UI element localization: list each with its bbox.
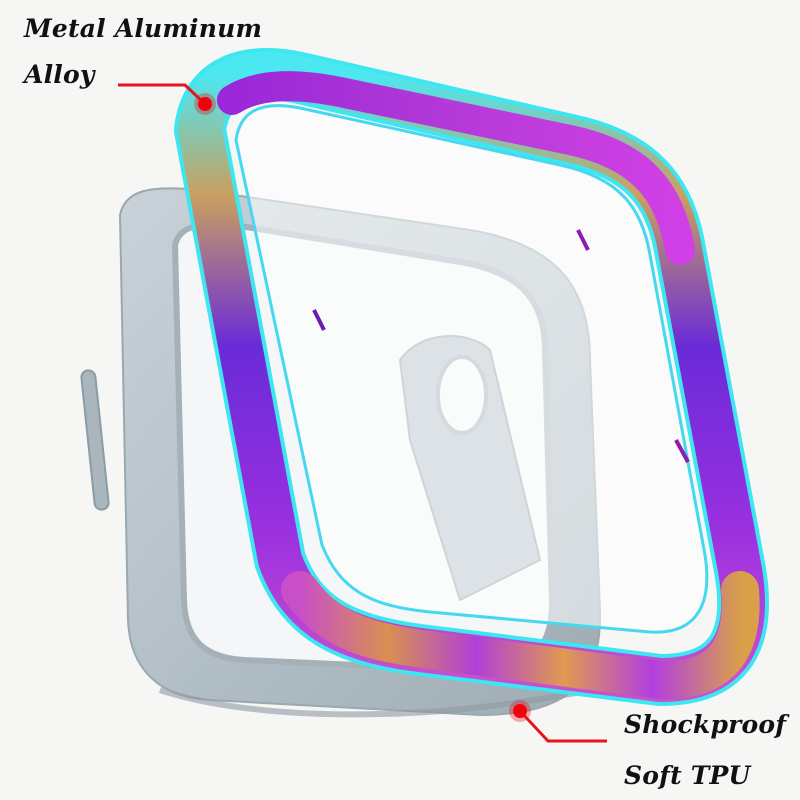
callout-bottom — [509, 700, 607, 743]
callout-bottom-label-line1: Shockproof — [624, 710, 787, 739]
callout-top-label-line1: Metal Aluminum — [24, 14, 263, 43]
metal-bezel — [174, 48, 770, 706]
callout-bottom-label-line2: Soft TPU — [624, 761, 751, 790]
callout-top-label-line2: Alloy — [24, 60, 95, 89]
callout-top — [118, 83, 216, 115]
